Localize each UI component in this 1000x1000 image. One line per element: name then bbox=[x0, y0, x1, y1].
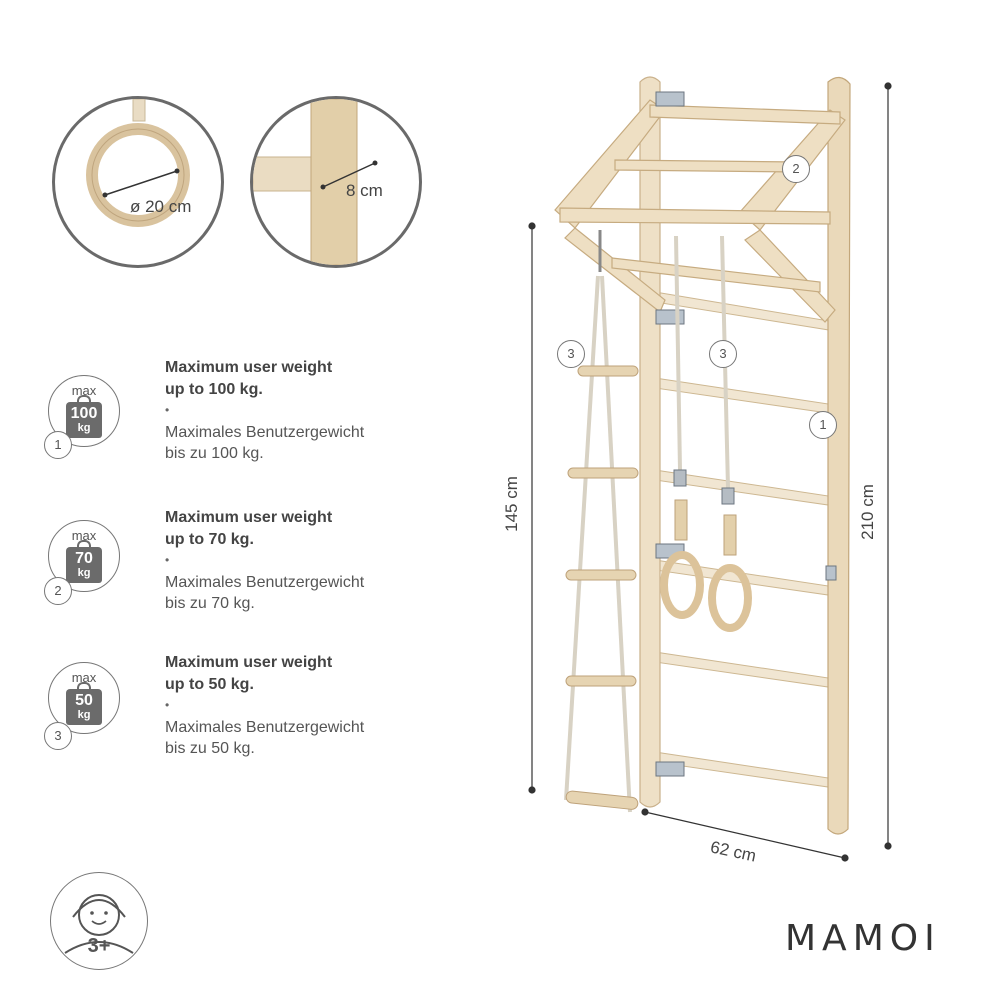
age-badge: 3+ bbox=[50, 872, 148, 970]
weight-badge-3: 3 bbox=[44, 722, 72, 750]
weight-badge-2: 2 bbox=[44, 577, 72, 605]
width-dimension-line bbox=[641, 808, 849, 862]
weight-unit: kg bbox=[77, 422, 91, 434]
height-ladder-dimension-line bbox=[528, 222, 536, 794]
weight-de-line1: Maximales Benutzergewicht bbox=[165, 719, 365, 736]
weight-en-line1: Maximum user weight bbox=[165, 509, 333, 526]
weight-max-label: max bbox=[71, 383, 97, 398]
weight-separator: • bbox=[165, 553, 170, 567]
weight-badge-1: 1 bbox=[44, 431, 72, 459]
weight-separator: • bbox=[165, 403, 170, 417]
weight-de-line1: Maximales Benutzergewicht bbox=[165, 574, 365, 591]
hanging-rings bbox=[660, 235, 752, 632]
weight-unit: kg bbox=[77, 567, 91, 579]
weight-value: 50 bbox=[75, 692, 93, 709]
gym-ring-icon bbox=[86, 99, 190, 227]
wall-bar-rung-icon bbox=[253, 99, 378, 265]
height-ladder-label: 145 cm bbox=[501, 476, 521, 532]
rope-ladder bbox=[564, 230, 639, 813]
left-upright bbox=[639, 76, 661, 808]
weight-value: 70 bbox=[75, 550, 93, 567]
weight-value: 100 bbox=[70, 405, 98, 422]
weight-en-line2: up to 100 kg. bbox=[165, 381, 263, 398]
weight-de-line1: Maximales Benutzergewicht bbox=[165, 424, 365, 441]
weight-icon-50: max 50 kg bbox=[48, 662, 120, 734]
callout-ladder: 3 bbox=[557, 340, 585, 368]
brand-logo: MAMOI bbox=[785, 918, 941, 959]
child-face-icon bbox=[64, 894, 134, 954]
ring-diameter-label: ø 20 cm bbox=[130, 197, 192, 216]
weight-en-line2: up to 50 kg. bbox=[165, 676, 254, 693]
weight-unit: kg bbox=[77, 709, 91, 721]
weight-separator: • bbox=[165, 698, 170, 712]
weight-de-line2: bis zu 50 kg. bbox=[165, 740, 255, 757]
weight-en-line2: up to 70 kg. bbox=[165, 531, 254, 548]
callout-wall-bars: 1 bbox=[809, 411, 837, 439]
height-total-label: 210 cm bbox=[857, 484, 877, 540]
weight-en-line1: Maximum user weight bbox=[165, 359, 333, 376]
callout-rings: 3 bbox=[709, 340, 737, 368]
ring-detail-circle: ø 20 cm bbox=[52, 96, 224, 268]
callout-pullup-bar: 2 bbox=[782, 155, 810, 183]
weight-de-line2: bis zu 70 kg. bbox=[165, 595, 255, 612]
weight-en-line1: Maximum user weight bbox=[165, 654, 333, 671]
rung-thickness-label: 8 cm bbox=[346, 181, 383, 200]
age-label: 3+ bbox=[87, 935, 111, 957]
height-total-dimension-line bbox=[884, 82, 892, 850]
rung-detail-circle: 8 cm bbox=[250, 96, 422, 268]
weight-max-label: max bbox=[71, 528, 97, 543]
weight-block: 70 kg bbox=[66, 540, 102, 583]
right-upright bbox=[827, 76, 851, 835]
weight-max-label: max bbox=[71, 670, 97, 685]
weight-block: 100 kg bbox=[66, 395, 102, 438]
weight-block: 50 kg bbox=[66, 682, 102, 725]
weight-de-line2: bis zu 100 kg. bbox=[165, 445, 264, 462]
